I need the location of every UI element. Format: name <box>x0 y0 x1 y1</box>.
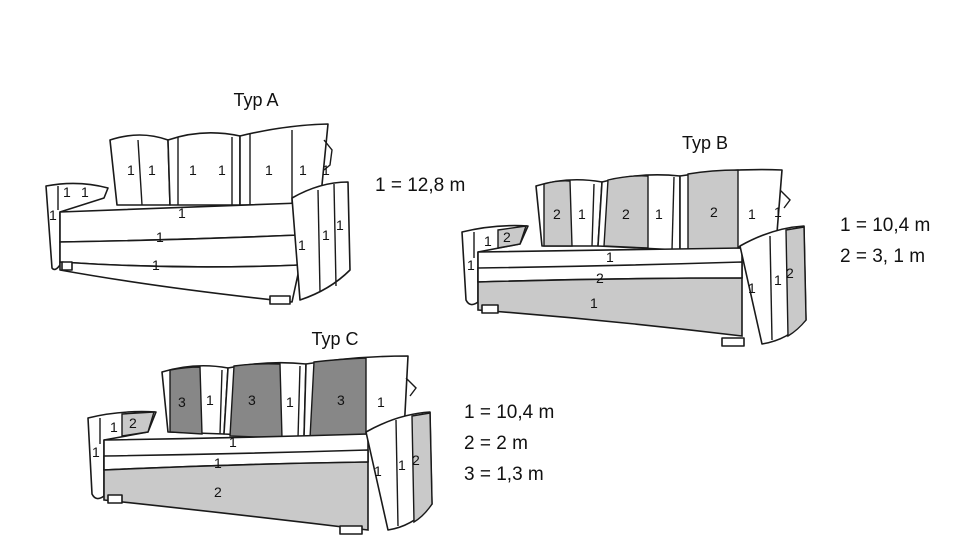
typ-c-label: 1 <box>229 434 237 450</box>
typ-c-legend-line: 2 = 2 m <box>464 433 528 454</box>
typ-c-label: 3 <box>178 394 186 410</box>
typ-b-label: 2 <box>622 206 630 222</box>
typ-c-label: 3 <box>337 392 345 408</box>
typ-c-label: 3 <box>248 392 256 408</box>
typ-b-label: 1 <box>578 206 586 222</box>
sofa-typ-b: Typ B 2 1 2 1 2 1 1 1 2 1 1 2 1 1 1 2 1 … <box>461 133 930 347</box>
typ-b-label: 2 <box>553 206 561 222</box>
typ-c-label: 2 <box>214 484 222 500</box>
typ-b-label: 1 <box>748 280 756 296</box>
typ-c-label: 1 <box>206 392 214 408</box>
typ-c-label: 2 <box>412 452 420 468</box>
typ-a-label: 1 <box>63 184 71 200</box>
typ-c-legend-line: 3 = 1,3 m <box>464 464 544 485</box>
typ-a-label: 1 <box>218 162 226 178</box>
typ-c-label: 1 <box>374 463 382 479</box>
typ-a-label: 1 <box>336 217 344 233</box>
typ-c-legend-line: 1 = 10,4 m <box>464 402 554 423</box>
typ-b-title: Typ B <box>682 133 728 153</box>
typ-a-label: 1 <box>299 162 307 178</box>
typ-b-label: 1 <box>606 249 614 265</box>
typ-b-label: 1 <box>655 206 663 222</box>
typ-a-label: 1 <box>156 229 164 245</box>
typ-a-label: 1 <box>148 162 156 178</box>
typ-a-label: 1 <box>322 227 330 243</box>
typ-a-label: 1 <box>49 207 57 223</box>
sofa-typ-a: Typ A 1 1 1 1 1 1 1 1 1 1 1 1 1 1 1 1 1 … <box>45 90 465 305</box>
typ-c-label: 1 <box>110 419 118 435</box>
typ-a-label: 1 <box>265 162 273 178</box>
typ-b-label: 1 <box>484 233 492 249</box>
typ-b-label: 2 <box>596 270 604 286</box>
typ-a-title: Typ A <box>233 90 278 110</box>
typ-a-label: 1 <box>178 205 186 221</box>
sofa-typ-c: Typ C 3 1 3 1 3 1 1 2 1 1 1 1 1 2 2 1 = … <box>87 329 554 535</box>
typ-c-title: Typ C <box>311 329 358 349</box>
typ-b-legend-line: 1 = 10,4 m <box>840 215 930 236</box>
typ-a-legend-line: 1 = 12,8 m <box>375 175 465 196</box>
typ-b-label: 1 <box>774 272 782 288</box>
typ-b-label: 2 <box>710 204 718 220</box>
typ-b-label: 1 <box>774 204 782 220</box>
typ-b-label: 1 <box>748 206 756 222</box>
typ-b-label: 1 <box>590 295 598 311</box>
typ-b-legend-line: 2 = 3, 1 m <box>840 246 925 267</box>
typ-b-label: 1 <box>467 257 475 273</box>
typ-a-label: 1 <box>189 162 197 178</box>
typ-c-label: 1 <box>92 444 100 460</box>
typ-b-label: 2 <box>503 229 511 245</box>
typ-a-label: 1 <box>81 184 89 200</box>
typ-c-label: 2 <box>129 415 137 431</box>
typ-a-label: 1 <box>127 162 135 178</box>
typ-a-label: 1 <box>152 257 160 273</box>
typ-b-label: 2 <box>786 265 794 281</box>
typ-c-label: 1 <box>286 394 294 410</box>
typ-c-label: 1 <box>398 457 406 473</box>
typ-c-label: 1 <box>214 455 222 471</box>
typ-a-label: 1 <box>298 237 306 253</box>
typ-c-label: 1 <box>377 394 385 410</box>
typ-a-label: 1 <box>322 162 330 178</box>
